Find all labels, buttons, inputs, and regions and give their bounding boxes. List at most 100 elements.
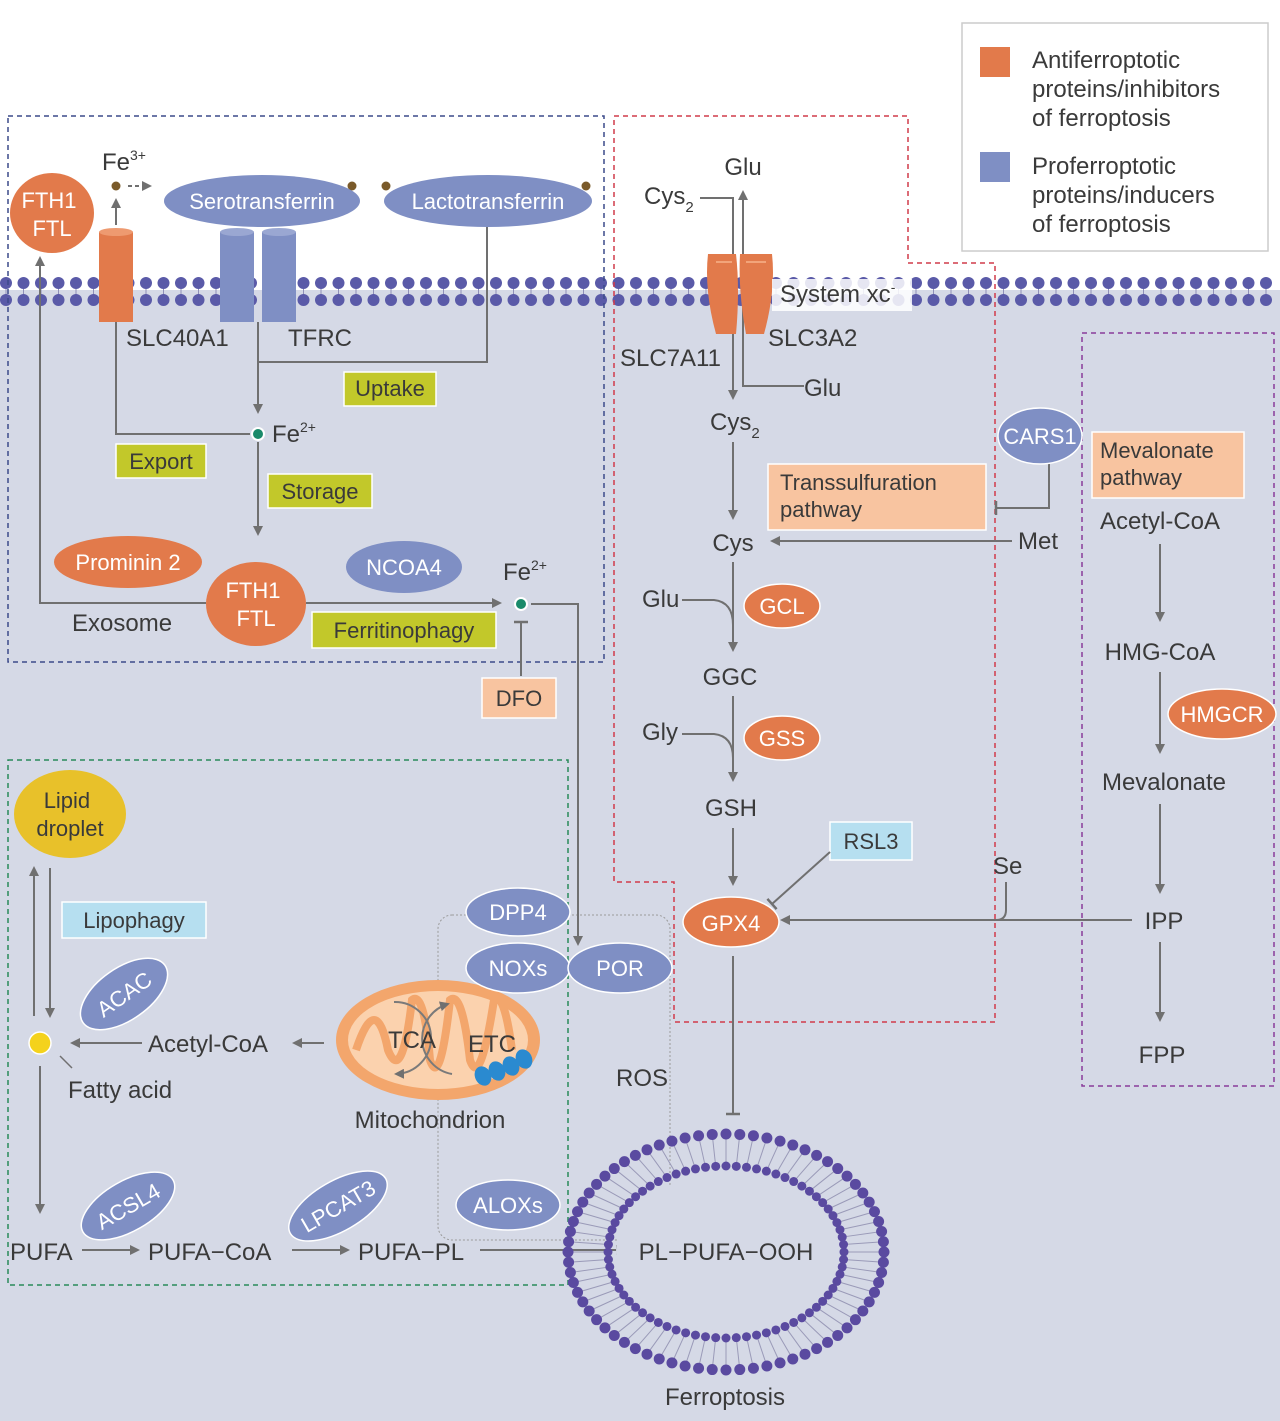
system-xc-label: System xc- [780,279,896,308]
se-label: Se [993,853,1022,880]
gss [743,715,821,761]
cys2-extracellular: Cys2 [644,183,694,216]
etc-complexes [474,1049,533,1086]
dfo-label: DFO [496,686,542,711]
hmgcr [1167,688,1277,740]
system-xc-transporter [707,254,773,334]
glu-extracellular: Glu [724,154,761,181]
export-tag [115,443,207,479]
acsl4 [80,1171,176,1241]
cars1-label: CARS1 [1003,424,1076,449]
anti-legend-swatch [980,47,1010,77]
mevalonate-pathway-label: Mevalonate pathway [1100,438,1220,490]
gpx4-label: GPX4 [702,911,761,936]
fe2-released-label: Fe2+ [503,557,547,586]
lipophagy-label: Lipophagy [83,908,185,933]
ferroptotic-liposome [562,1128,890,1376]
rsl3-label: RSL3 [843,829,898,854]
rsl3-tag [829,821,913,861]
fth1-ftl-ferritin [206,562,306,646]
lactotransferrin-uptake-arrow [258,227,488,363]
lipid-metabolism-box [7,759,569,1286]
fpp-label: FPP [1139,1042,1186,1069]
fatty-acid-dot [28,1031,52,1055]
lactotransferrin-label: Lactotransferrin [412,189,565,214]
ferroptosis-label: Ferroptosis [665,1384,785,1411]
export-label: Export [129,449,193,474]
transsulfuration-tag [767,463,987,531]
fth1-ftl-exosome [10,173,94,253]
pufa-pl-label: PUFA−PL [358,1239,464,1266]
pl-pufa-ooh-label: PL−PUFA−OOH [639,1239,814,1266]
tfrc-channel-2 [262,232,296,322]
lipid-acetylcoa-label: Acetyl-CoA [148,1031,268,1058]
fatty-acid-label: Fatty acid [68,1077,172,1104]
ipp-label: IPP [1145,908,1184,935]
ncoa4-label: NCOA4 [366,555,442,580]
uptake-tag [343,371,437,407]
lpcat3 [288,1170,388,1242]
fth1-ftl-exosome-label: FTH1 FTL [21,188,82,241]
cys-label: Cys [712,530,753,557]
noxs-label: NOXs [489,956,548,981]
gcl [743,583,821,629]
transsulfuration-label: Transsulfuration pathway [780,470,943,522]
pufa-coa-label: PUFA−CoA [148,1239,271,1266]
uptake-label: Uptake [355,376,425,401]
pro-legend-label: Proferroptotic proteins/inducers of ferr… [1032,153,1221,238]
glu-intracellular: Glu [804,375,841,402]
tca-label: TCA [388,1027,436,1054]
storage-label: Storage [281,479,358,504]
pro-legend-swatch [980,152,1010,182]
dfo-tag [481,677,557,719]
glu-gcl-join [682,599,734,626]
dpp4-label: DPP4 [489,900,546,925]
fe3-dot-3 [381,181,391,191]
slc7a11-label: SLC7A11 [620,345,721,372]
exosome-label: Exosome [72,610,172,637]
glu-gcl-label: Glu [642,586,679,613]
mevalonate-acetylcoa: Acetyl-CoA [1100,508,1220,535]
serotransferrin [164,175,360,227]
por-label: POR [596,956,644,981]
gly-label: Gly [642,719,678,746]
rsl3-inhibit [766,851,831,911]
mevalonate-label: Mevalonate [1102,769,1226,796]
ferritinophagy-label: Ferritinophagy [334,618,475,643]
tfrc-label: TFRC [288,325,352,352]
slc3a2-label: SLC3A2 [768,325,857,352]
mitochondrion-label: Mitochondrion [355,1107,506,1134]
hmgcr-label: HMGCR [1180,702,1263,727]
fe3-dot-2 [347,181,357,191]
gsh-label: GSH [705,795,757,822]
fe2-labile-iron [251,427,265,441]
lipid-droplet [14,770,126,858]
lipid-droplet-label: Lipid droplet [36,788,103,841]
exosome-arrow [35,256,206,604]
fe2-to-por-arrow [531,603,583,946]
iron-metabolism-box [7,115,605,663]
tfrc-channel-1 [220,232,254,322]
acac [79,957,169,1031]
mevalonate-pathway-tag [1091,431,1245,499]
cell-membrane [0,277,1272,306]
fe3-label: Fe3+ [102,147,146,176]
legend: Antiferroptotic proteins/inhibitors of f… [961,22,1269,252]
cys2-intracellular: Cys2 [710,409,760,442]
gss-label: GSS [759,726,805,751]
gly-gss-join [682,733,734,759]
cars1 [997,407,1083,465]
ros-label: ROS [616,1065,668,1092]
serotransferrin-label: Serotransferrin [189,189,335,214]
ncoa4 [346,541,462,593]
etc-label: ETC [468,1031,516,1058]
glutathione-box [613,115,996,1023]
lipophagy-tag [61,901,207,939]
met-label: Met [1018,528,1058,555]
cars1-inhibit [994,464,1050,515]
ferritinophagy-tag [311,611,497,649]
por [567,942,673,994]
fth1-ftl-ferritin-label: FTH1 FTL [225,578,286,631]
aloxs [455,1179,561,1231]
